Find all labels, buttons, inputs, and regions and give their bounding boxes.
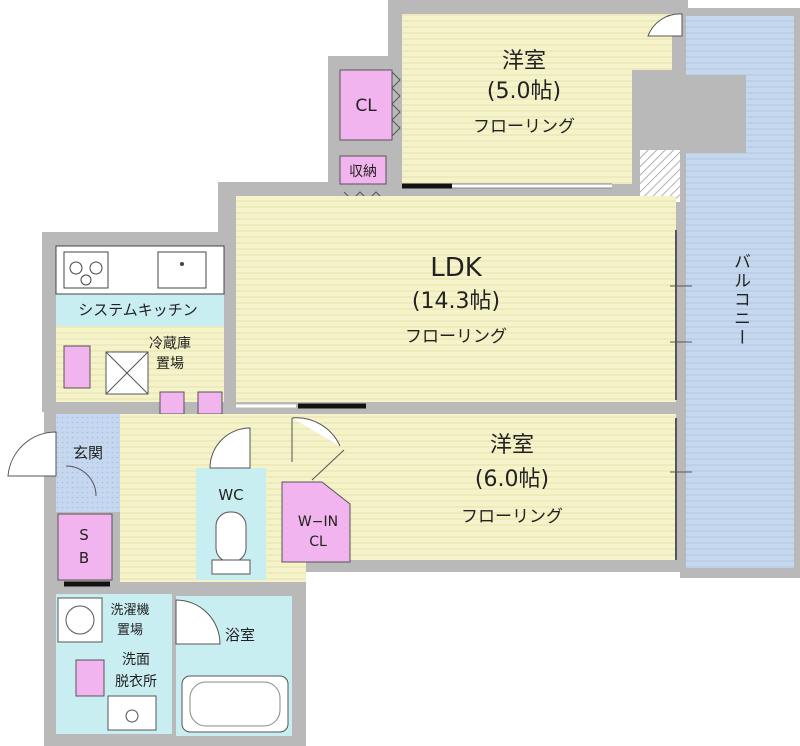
fridge-label-1: 冷蔵庫 [149,335,191,352]
room-floor-ldk: フローリング [405,327,507,347]
walkin-closet [281,481,351,563]
room-label-western-south: 洋室 [490,433,534,458]
entrance-door [7,431,57,477]
sink [157,251,207,289]
door-swing [647,13,683,37]
toilet [215,511,247,563]
room-label-ldk: LDK [430,253,483,283]
pipe-space [640,150,680,202]
wash-basin [107,695,157,731]
entrance-label: 玄関 [73,444,103,462]
storage-label: 収納 [349,164,377,180]
storage [339,155,387,185]
room-western-north [402,14,672,184]
stove [63,251,109,289]
room-size-western-north: (5.0帖) [487,79,561,104]
washer-label-1: 洗濯機 [110,603,149,618]
walkin-label-2: CL [309,534,327,550]
washer-label-2: 置場 [117,623,143,638]
washroom-label-1: 洗面 [122,652,150,668]
closet-label: CL [355,96,377,116]
bath-label: 浴室 [225,626,255,644]
shoe-box-label-2: B [79,549,89,567]
balcony-label: バルコニー [730,253,750,348]
entrance [56,414,120,512]
shoe-box-label-1: S [79,526,89,544]
walkin-label-1: W−IN [298,514,338,530]
bathtub [181,675,289,733]
room-label-western-north: 洋室 [502,49,546,74]
washer-space [57,597,103,643]
room-floor-western-north: フローリング [473,117,575,137]
room-size-ldk: (14.3帖) [412,289,500,314]
room-western-south [306,414,676,560]
fridge-label-2: 置場 [156,356,184,372]
closet [339,69,393,141]
room-floor-western-south: フローリング [461,507,563,527]
wc-label: WC [218,486,243,504]
room-ldk [236,196,676,402]
room-size-western-south: (6.0帖) [475,467,549,492]
kitchen-label: システムキッチン [78,301,198,319]
door-swing [291,417,341,462]
washroom-label-2: 脱衣所 [115,674,157,690]
shoe-box [57,513,113,581]
